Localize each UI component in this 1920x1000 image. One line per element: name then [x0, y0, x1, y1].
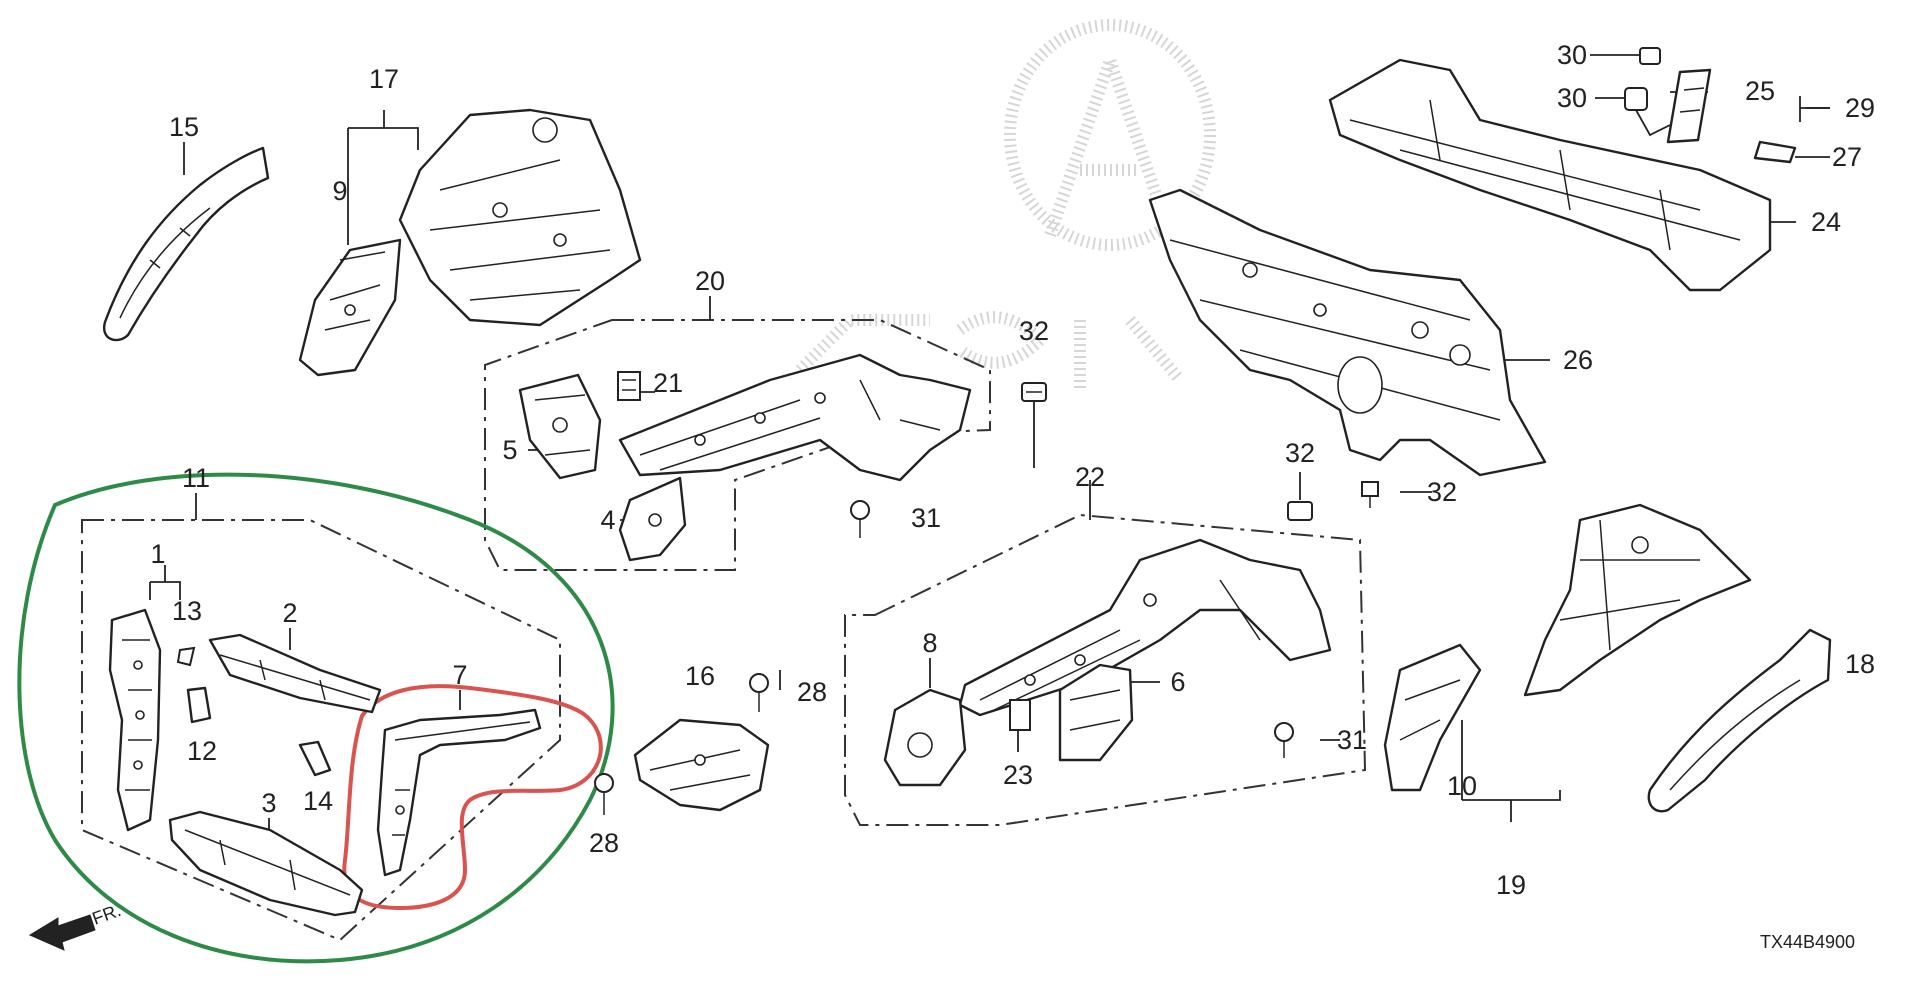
part-23-clip	[1009, 699, 1031, 731]
callout-27: 27	[1832, 142, 1862, 172]
callout-20: 20	[695, 266, 725, 296]
callout-9: 9	[332, 176, 347, 206]
callout-labels: 1 2 3 4 5 6 7 8 9 10 11 12 13 14 15 16 1…	[150, 40, 1875, 900]
callout-10: 10	[1447, 771, 1477, 801]
part-24-upper-cowl	[1328, 58, 1772, 292]
callout-12: 12	[187, 736, 217, 766]
callout-28: 28	[797, 677, 827, 707]
callout-15: 15	[169, 112, 199, 142]
part-22-front-side-frame-right	[958, 538, 1332, 717]
part-32-bolt-right	[1361, 481, 1379, 508]
callout-22: 22	[1075, 462, 1105, 492]
front-direction-indicator: FR.	[28, 900, 124, 951]
callout-32-right: 32	[1427, 477, 1457, 507]
callout-25: 25	[1745, 76, 1775, 106]
part-15-outer-wheelhouse-extension-left	[102, 146, 270, 342]
callout-6: 6	[1170, 667, 1185, 697]
part-8-bracket	[883, 688, 967, 787]
group-box-20	[484, 319, 991, 571]
callout-18: 18	[1845, 649, 1875, 679]
callout-14: 14	[303, 786, 333, 816]
callout-21: 21	[653, 368, 683, 398]
part-30-clip-lower	[1624, 87, 1671, 137]
callout-11: 11	[182, 463, 210, 493]
brand-watermark	[795, 19, 1216, 390]
callout-26: 26	[1563, 345, 1593, 375]
callout-2: 2	[282, 598, 297, 628]
part-31-bolt-lower	[1274, 722, 1294, 758]
callout-31-upper: 31	[911, 503, 941, 533]
callout-28-lower: 28	[589, 828, 619, 858]
callout-1: 1	[150, 539, 165, 569]
part-25-cover	[1666, 68, 1712, 144]
callout-32-middle: 32	[1285, 438, 1315, 468]
part-2-upper-bulkhead-frame	[208, 633, 382, 714]
part-27-pad	[1753, 140, 1797, 164]
part-30-clip-upper	[1639, 47, 1661, 65]
part-7-front-bulkhead-side-right	[376, 708, 542, 877]
part-20-front-side-frame-left	[618, 353, 972, 482]
callout-7: 7	[452, 660, 467, 690]
callout-31-lower: 31	[1337, 725, 1367, 755]
part-5-bracket	[518, 373, 602, 480]
part-9-damper-plate-left	[298, 238, 402, 377]
part-28-bolt-lower	[594, 773, 614, 815]
part-10-damper-plate-right	[1383, 643, 1482, 792]
callout-5: 5	[502, 435, 517, 465]
callout-24: 24	[1811, 207, 1841, 237]
callout-16: 16	[685, 661, 715, 691]
part-29-pin	[1799, 96, 1830, 122]
part-31-bolt-upper	[850, 500, 870, 538]
part-28-bolt	[749, 673, 769, 712]
part-32-nut-middle	[1287, 501, 1313, 521]
part-17-front-wheelhouse-left	[398, 108, 642, 327]
callout-30-lower: 30	[1557, 83, 1587, 113]
part-14-bracket	[298, 740, 332, 777]
diagram-code: TX44B4900	[1760, 932, 1855, 952]
part-21-clip	[617, 371, 641, 401]
callout-4: 4	[600, 505, 615, 535]
part-13-clip	[176, 646, 196, 667]
part-26-dashboard-lower	[1148, 188, 1547, 477]
callout-30-upper: 30	[1557, 40, 1587, 70]
callout-17: 17	[369, 64, 399, 94]
callout-3: 3	[261, 788, 276, 818]
part-6-bracket	[1058, 663, 1134, 762]
callout-19: 19	[1496, 870, 1526, 900]
front-arrow-icon	[28, 914, 96, 951]
red-highlight-outline	[342, 684, 603, 911]
part-32-nut-upper	[1021, 382, 1047, 402]
part-4-gusset	[618, 476, 687, 562]
part-1-front-bulkhead-side-left	[108, 608, 162, 832]
part-16-mount-bracket	[633, 718, 770, 812]
part-19-front-wheelhouse-right	[1523, 503, 1752, 697]
group-box-22	[844, 513, 1367, 826]
part-3-lower-bulkhead-frame	[168, 810, 364, 917]
callout-13: 13	[172, 596, 202, 626]
green-highlight-outline	[17, 472, 615, 964]
group-box-11	[81, 519, 561, 942]
part-12-bracket	[186, 686, 212, 724]
callout-8: 8	[922, 628, 937, 658]
callout-32-top: 32	[1019, 316, 1049, 346]
callout-29: 29	[1845, 93, 1875, 123]
callout-23: 23	[1003, 760, 1033, 790]
part-18-outer-wheelhouse-extension-right	[1647, 628, 1832, 813]
